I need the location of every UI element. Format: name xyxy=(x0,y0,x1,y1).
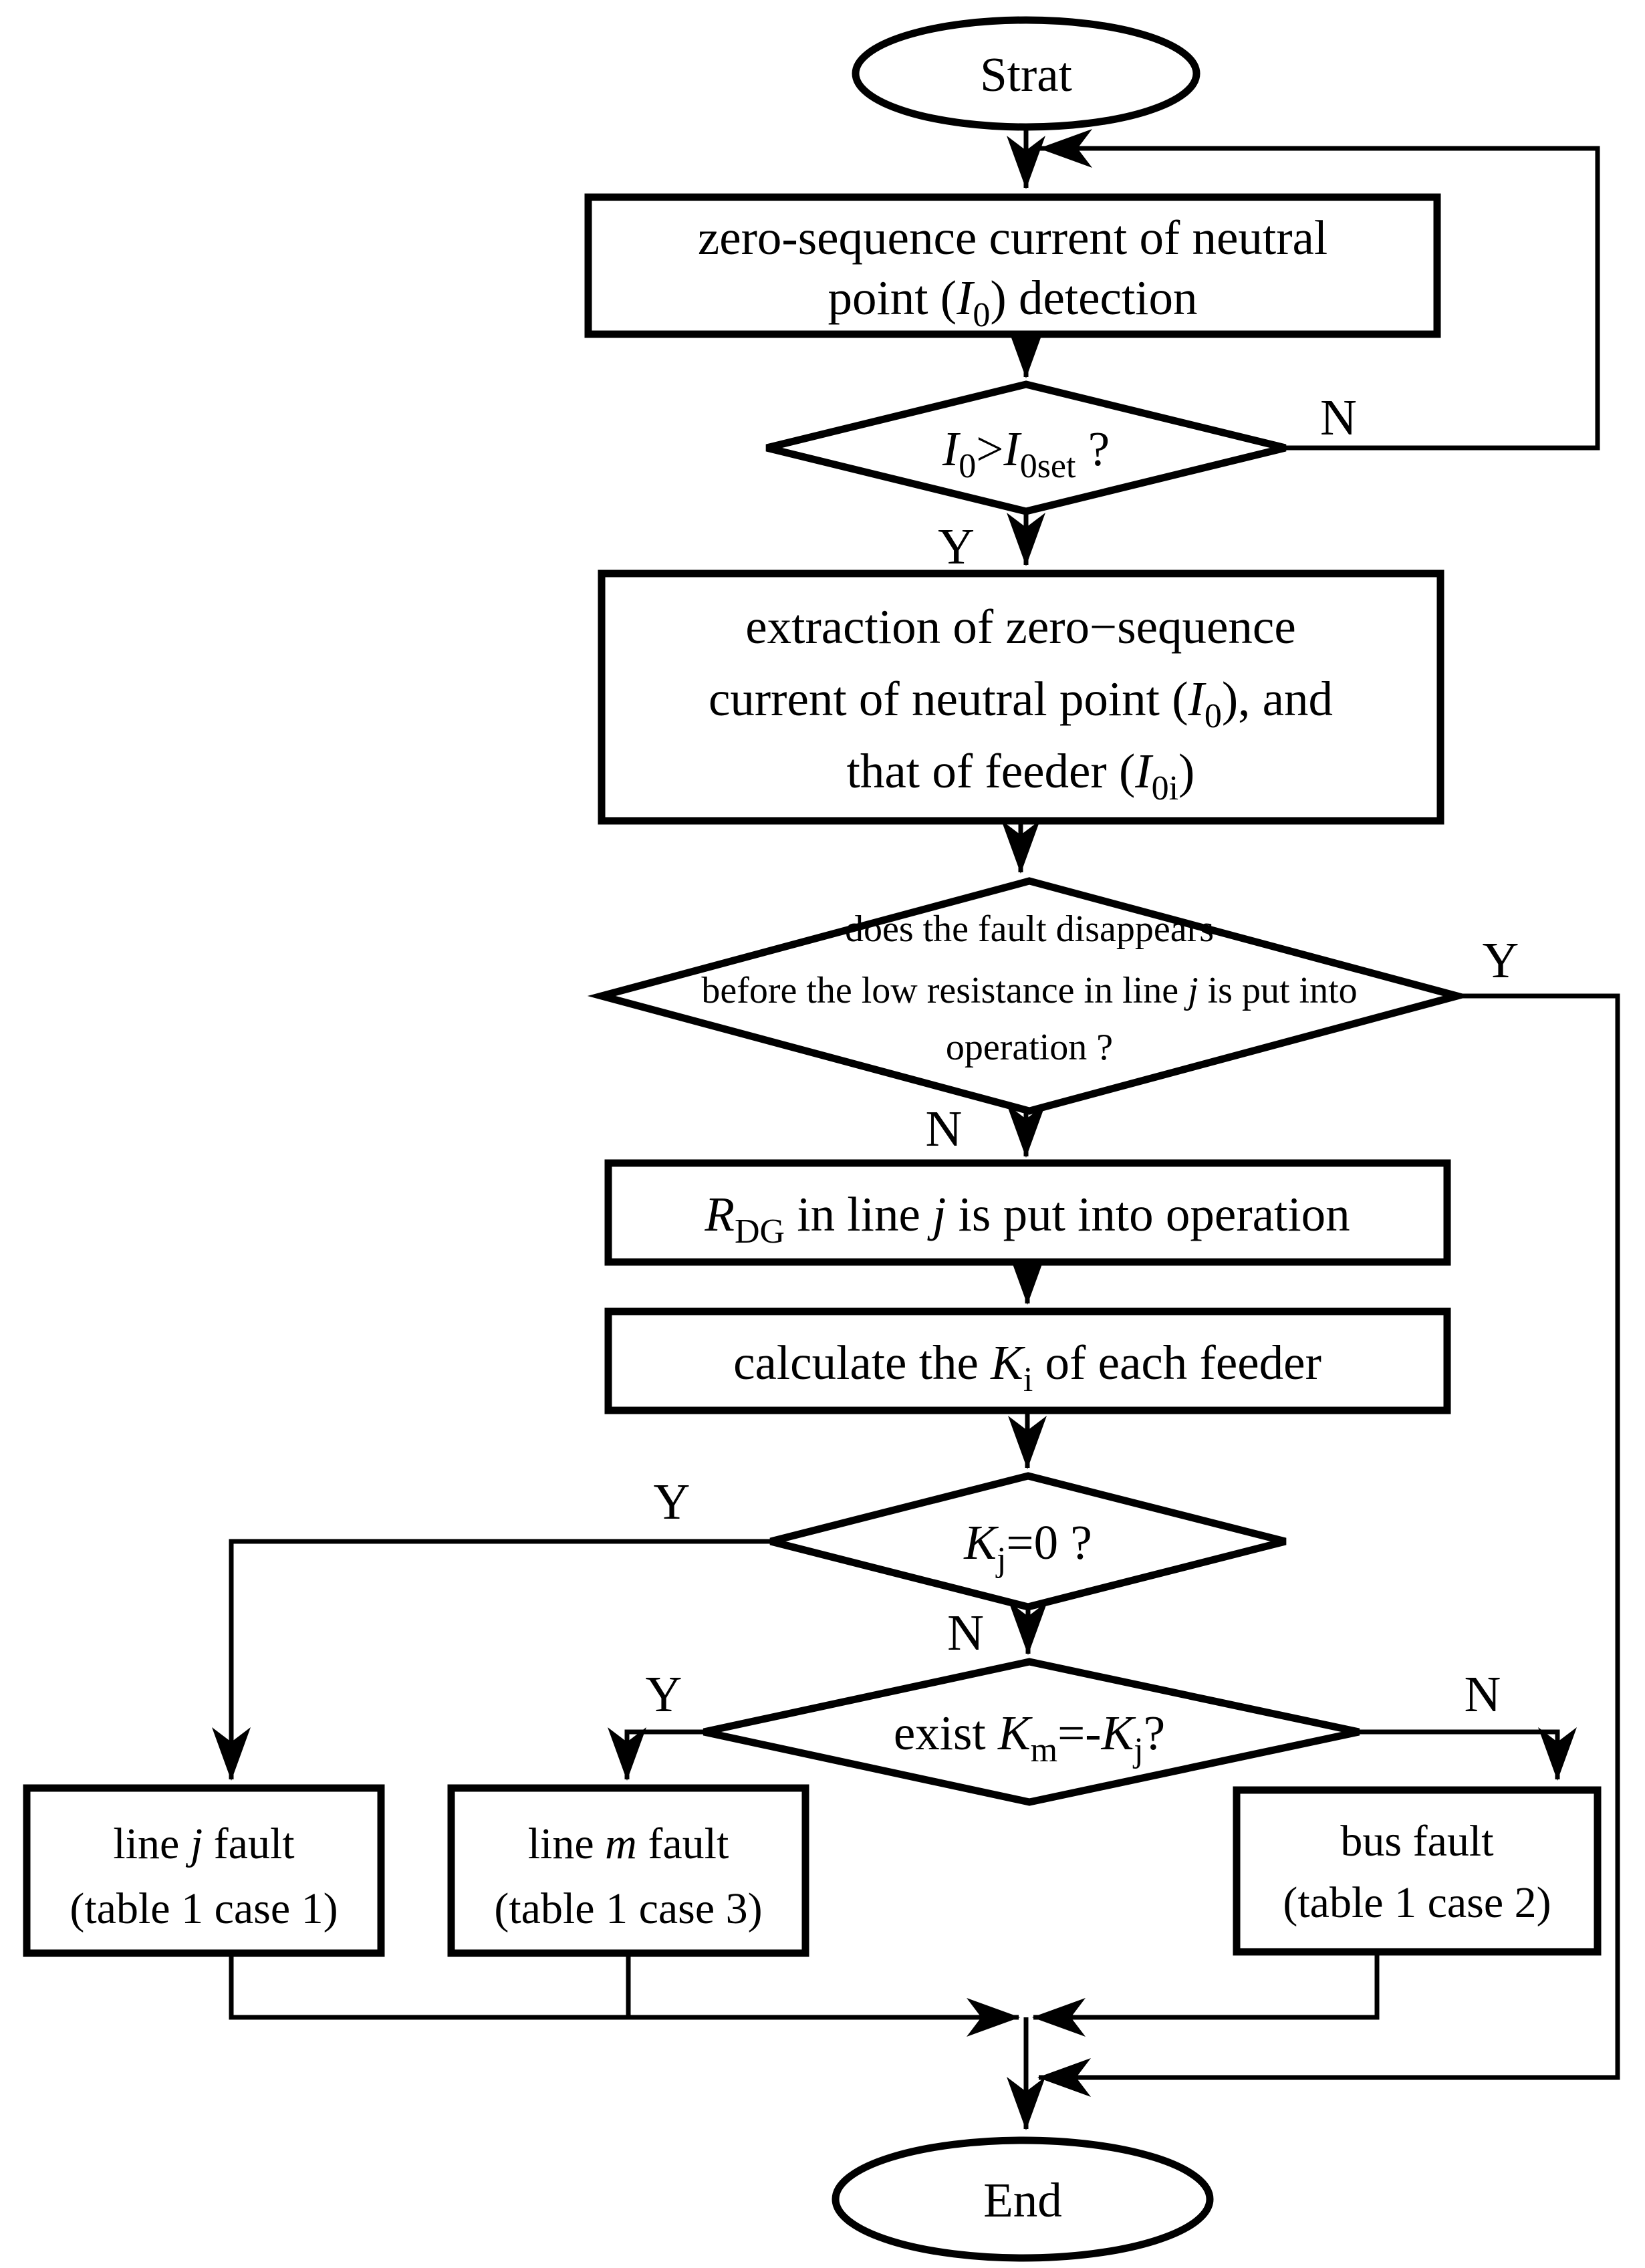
svg-text:End: End xyxy=(983,2173,1062,2227)
svg-text:RDG in line j is put into oper: RDG in line j is put into operation xyxy=(704,1187,1350,1251)
svg-text:(table 1 case 2): (table 1 case 2) xyxy=(1283,1878,1551,1927)
line-m-fault-result: line m fault (table 1 case 3) xyxy=(447,1784,809,1957)
d1-yes-label: Y xyxy=(938,519,975,575)
end-terminal: End xyxy=(832,2136,1214,2262)
svg-text:operation ?: operation ? xyxy=(946,1027,1113,1068)
km-equals-minus-kj-decision: exist Km=-Kj? xyxy=(703,1658,1360,1806)
kj-zero-decision: Kj=0 ? xyxy=(769,1472,1287,1611)
d2-yes-label: Y xyxy=(1483,932,1519,989)
svg-text:I0>I0set ?: I0>I0set ? xyxy=(942,422,1110,485)
svg-text:before the low resistance in l: before the low resistance in line j is p… xyxy=(701,970,1357,1011)
bus-fault-result: bus fault (table 1 case 2) xyxy=(1233,1786,1602,1956)
d4-yes-label: Y xyxy=(646,1666,682,1723)
svg-text:does the fault disappears: does the fault disappears xyxy=(845,908,1214,950)
no-loop-d1-return xyxy=(1039,129,1600,451)
yes-branch-d3-to-linej xyxy=(212,1539,771,1781)
svg-text:line m fault: line m fault xyxy=(528,1819,729,1868)
svg-text:line j fault: line j fault xyxy=(113,1819,294,1868)
d3-yes-label: Y xyxy=(654,1474,690,1530)
d2-no-label: N xyxy=(926,1101,963,1157)
svg-text:bus fault: bus fault xyxy=(1340,1817,1493,1866)
svg-text:(table 1 case 1): (table 1 case 1) xyxy=(70,1884,338,1933)
rdg-operation-process: RDG in line j is put into operation xyxy=(604,1159,1451,1266)
d4-no-label: N xyxy=(1465,1666,1501,1723)
line-j-fault-result: line j fault (table 1 case 1) xyxy=(23,1784,385,1957)
extract-process: extraction of zero−sequence current of n… xyxy=(598,570,1444,825)
no-branch-d4-to-bus xyxy=(1359,1727,1577,1781)
svg-text:calculate the Ki of each feede: calculate the Ki of each feeder xyxy=(733,1336,1321,1399)
start-terminal: Strat xyxy=(852,16,1200,131)
svg-text:point (I0) detection: point (I0) detection xyxy=(828,271,1197,334)
fault-disappear-decision: does the fault disappears before the low… xyxy=(587,877,1472,1115)
yes-branch-d4-to-linem xyxy=(608,1727,704,1781)
svg-text:extraction of zero−sequence: extraction of zero−sequence xyxy=(745,600,1295,654)
detect-process: zero-sequence current of neutral point (… xyxy=(584,193,1441,338)
d1-no-label: N xyxy=(1320,390,1357,446)
svg-text:Kj=0 ?: Kj=0 ? xyxy=(963,1515,1092,1579)
svg-text:zero-sequence current of neutr: zero-sequence current of neutral xyxy=(698,211,1327,265)
svg-text:exist Km=-Kj?: exist Km=-Kj? xyxy=(894,1706,1165,1769)
calc-ki-process: calculate the Ki of each feeder xyxy=(604,1307,1451,1414)
svg-text:that of feeder (I0i): that of feeder (I0i) xyxy=(847,744,1195,807)
svg-text:Strat: Strat xyxy=(980,47,1072,102)
merge-from-bus xyxy=(1032,1952,1380,2037)
yes-loop-d2-to-merge xyxy=(1037,993,1620,2097)
d3-no-label: N xyxy=(947,1605,984,1661)
svg-text:current of neutral point (I0),: current of neutral point (I0), and xyxy=(709,672,1333,735)
svg-text:(table 1 case 3): (table 1 case 3) xyxy=(494,1884,762,1933)
merge-from-linej xyxy=(229,1953,1020,2037)
i0-threshold-decision: I0>I0set ? xyxy=(765,380,1287,515)
